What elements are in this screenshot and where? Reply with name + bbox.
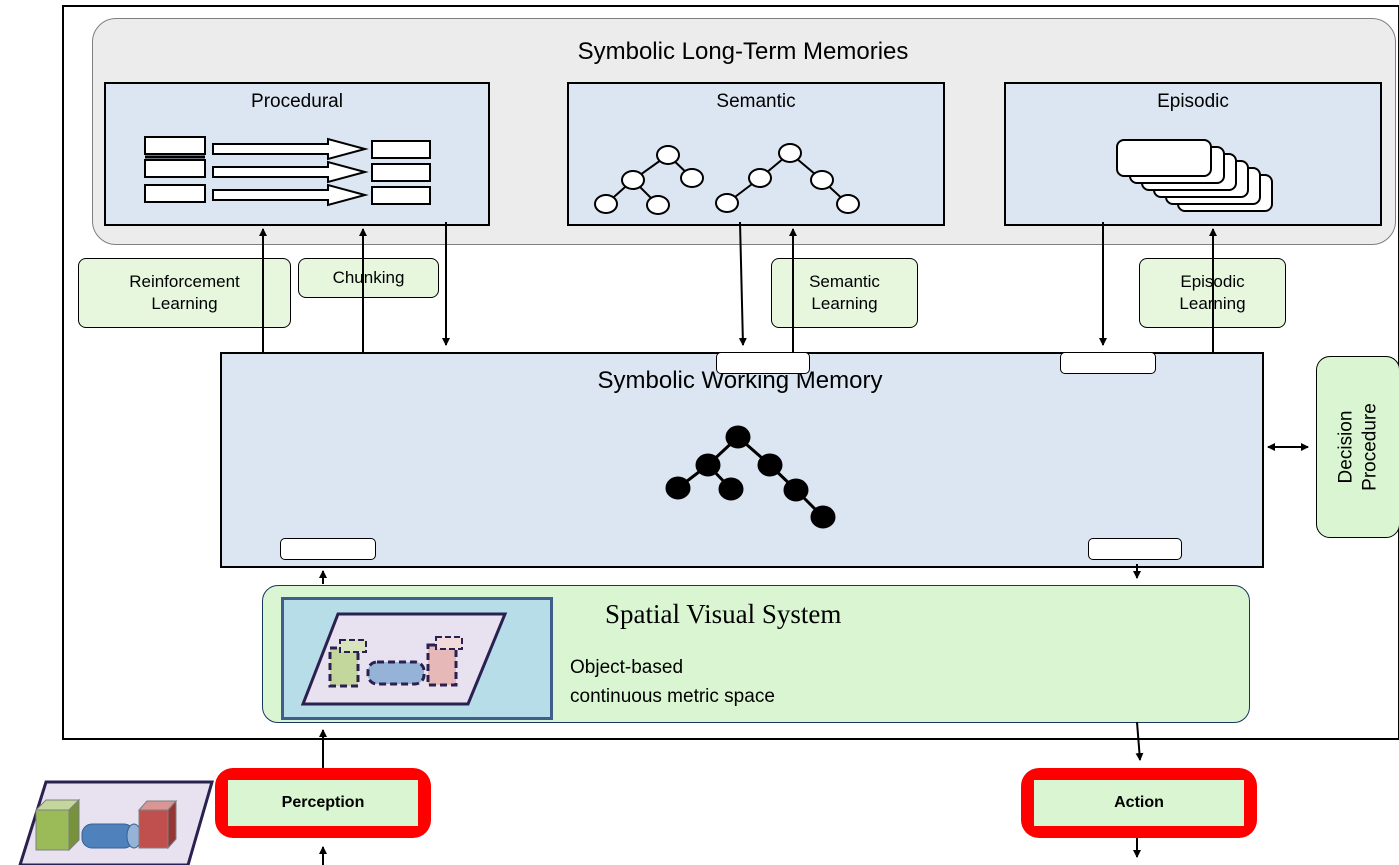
procedural-rules-icon	[144, 136, 431, 207]
action-label: Action	[1034, 780, 1244, 826]
perception-module: Perception	[215, 768, 431, 838]
semantic-buffer-slot	[716, 352, 810, 374]
chunking-box: Chunking	[298, 258, 439, 298]
reinforcement-learning-box: Reinforcement Learning	[78, 258, 291, 328]
perception-buffer-slot	[280, 538, 376, 560]
connection-arrows	[259, 221, 1309, 865]
working-memory-box	[220, 352, 1264, 568]
svs-desc-line2: continuous metric space	[570, 685, 775, 707]
episodic-buffer-slot	[1060, 352, 1156, 374]
working-memory-graph-icon	[665, 425, 836, 529]
world-scene-icon	[18, 780, 214, 865]
decision-procedure-box: Decision Procedure	[1316, 356, 1399, 538]
episodic-episodes-icon	[1116, 139, 1273, 212]
episodic-label: Episodic	[1157, 91, 1229, 112]
action-module: Action	[1021, 768, 1257, 838]
svs-description: Object-based continuous metric space	[570, 654, 775, 711]
semantic-learning-box: Semantic Learning	[771, 258, 918, 328]
svs-scene-icon	[300, 612, 508, 706]
long-term-memories-title: Symbolic Long-Term Memories	[577, 38, 909, 65]
semantic-graph-icon	[594, 143, 860, 215]
perception-label: Perception	[228, 780, 418, 826]
semantic-memory-box: Semantic	[567, 82, 945, 226]
svs-desc-line1: Object-based	[570, 657, 684, 678]
svs-title: Spatial Visual System	[605, 599, 842, 629]
episodic-memory-box: Episodic	[1004, 82, 1382, 226]
action-buffer-slot	[1088, 538, 1182, 560]
semantic-label: Semantic	[716, 91, 796, 112]
procedural-label: Procedural	[251, 91, 343, 112]
